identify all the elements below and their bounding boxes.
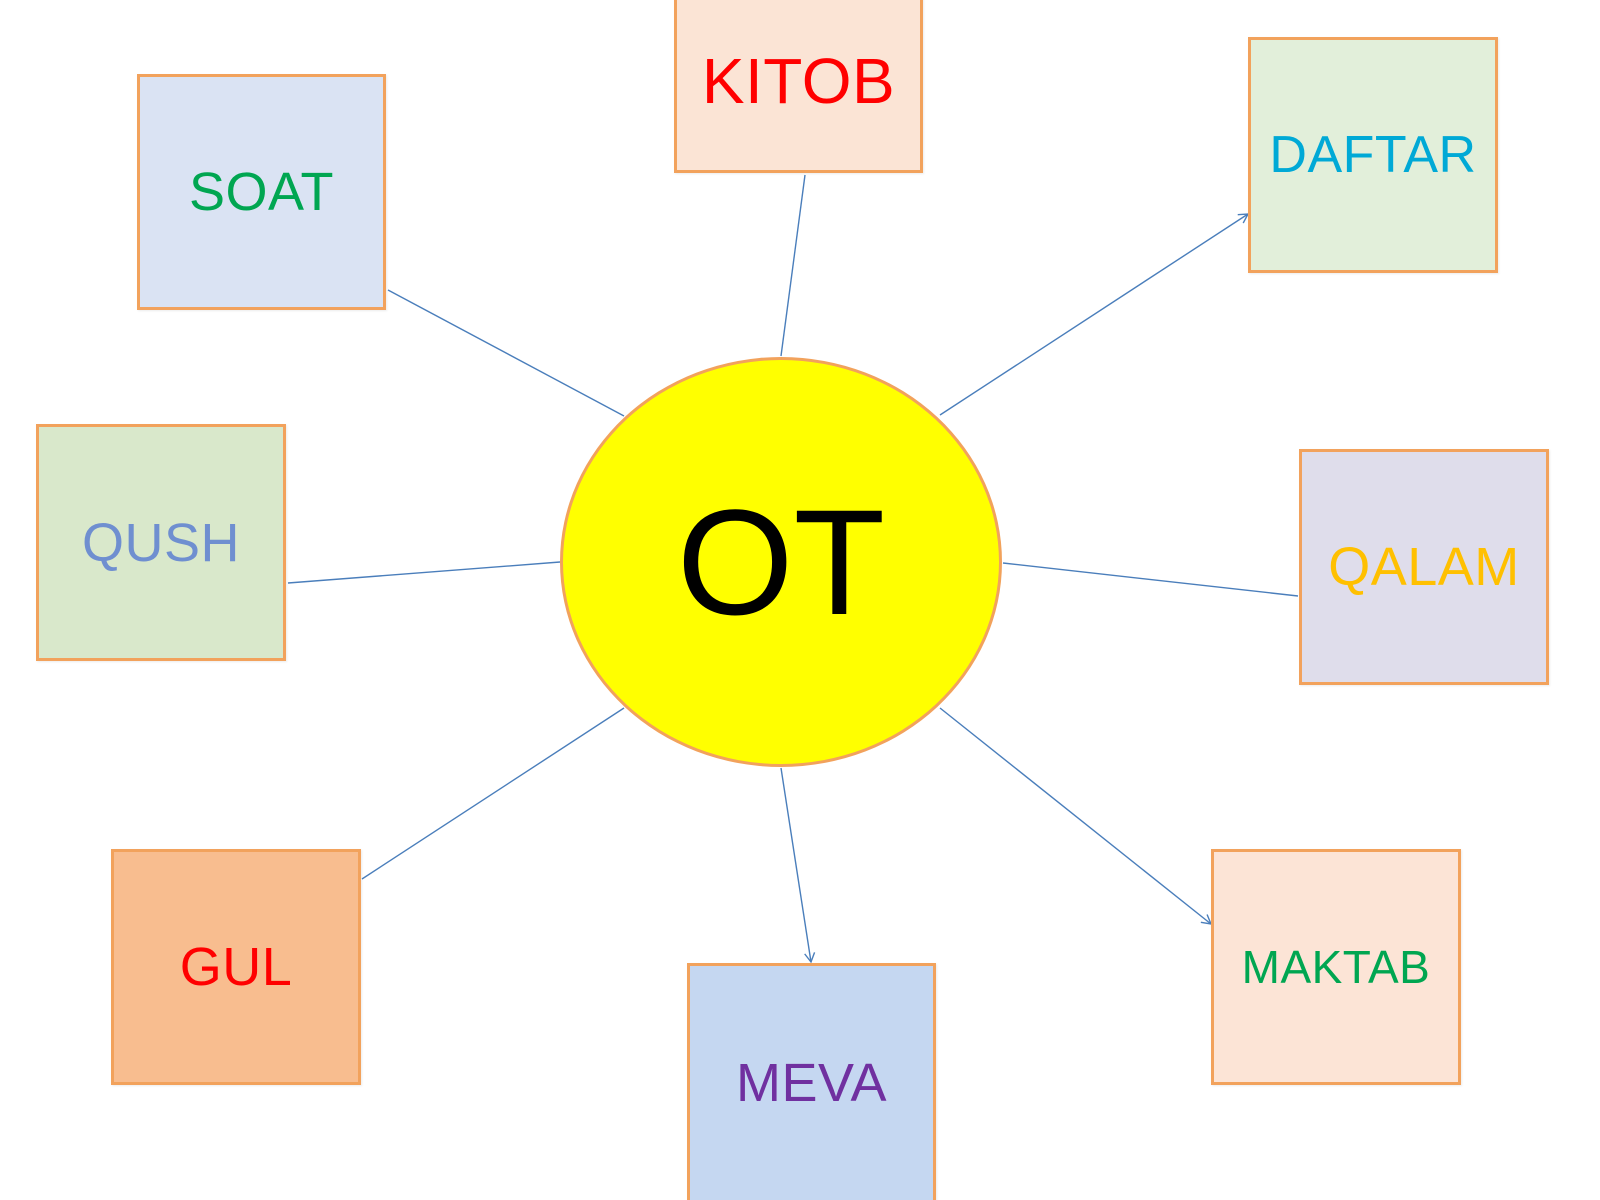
connector-daftar [939, 213, 1250, 416]
node-meva-label: MEVA [735, 1053, 888, 1113]
node-daftar-label: DAFTAR [1269, 126, 1477, 184]
node-qush-label: QUSH [81, 512, 240, 573]
connector-qalam [1002, 562, 1299, 597]
central-node-label: OT [676, 478, 886, 646]
node-maktab-label: MAKTAB [1241, 941, 1431, 993]
node-gul: GUL [111, 849, 361, 1085]
node-soat-label: SOAT [188, 162, 334, 222]
node-gul-label: GUL [179, 937, 293, 997]
node-qalam-label: QALAM [1328, 537, 1520, 597]
node-maktab: MAKTAB [1211, 849, 1461, 1085]
node-daftar: DAFTAR [1248, 37, 1498, 273]
connector-kitob [780, 174, 806, 357]
node-kitob: KITOB [674, 0, 923, 173]
connector-meva [780, 767, 816, 964]
node-qalam: QALAM [1299, 449, 1549, 685]
connector-qush [287, 561, 561, 584]
connector-soat [387, 289, 625, 417]
node-qush: QUSH [36, 424, 286, 661]
node-kitob-label: KITOB [701, 44, 896, 117]
connector-gul [361, 707, 625, 880]
central-node: OT [560, 357, 1002, 767]
connector-maktab [939, 707, 1213, 925]
node-soat: SOAT [137, 74, 386, 310]
node-meva: MEVA [687, 963, 936, 1200]
